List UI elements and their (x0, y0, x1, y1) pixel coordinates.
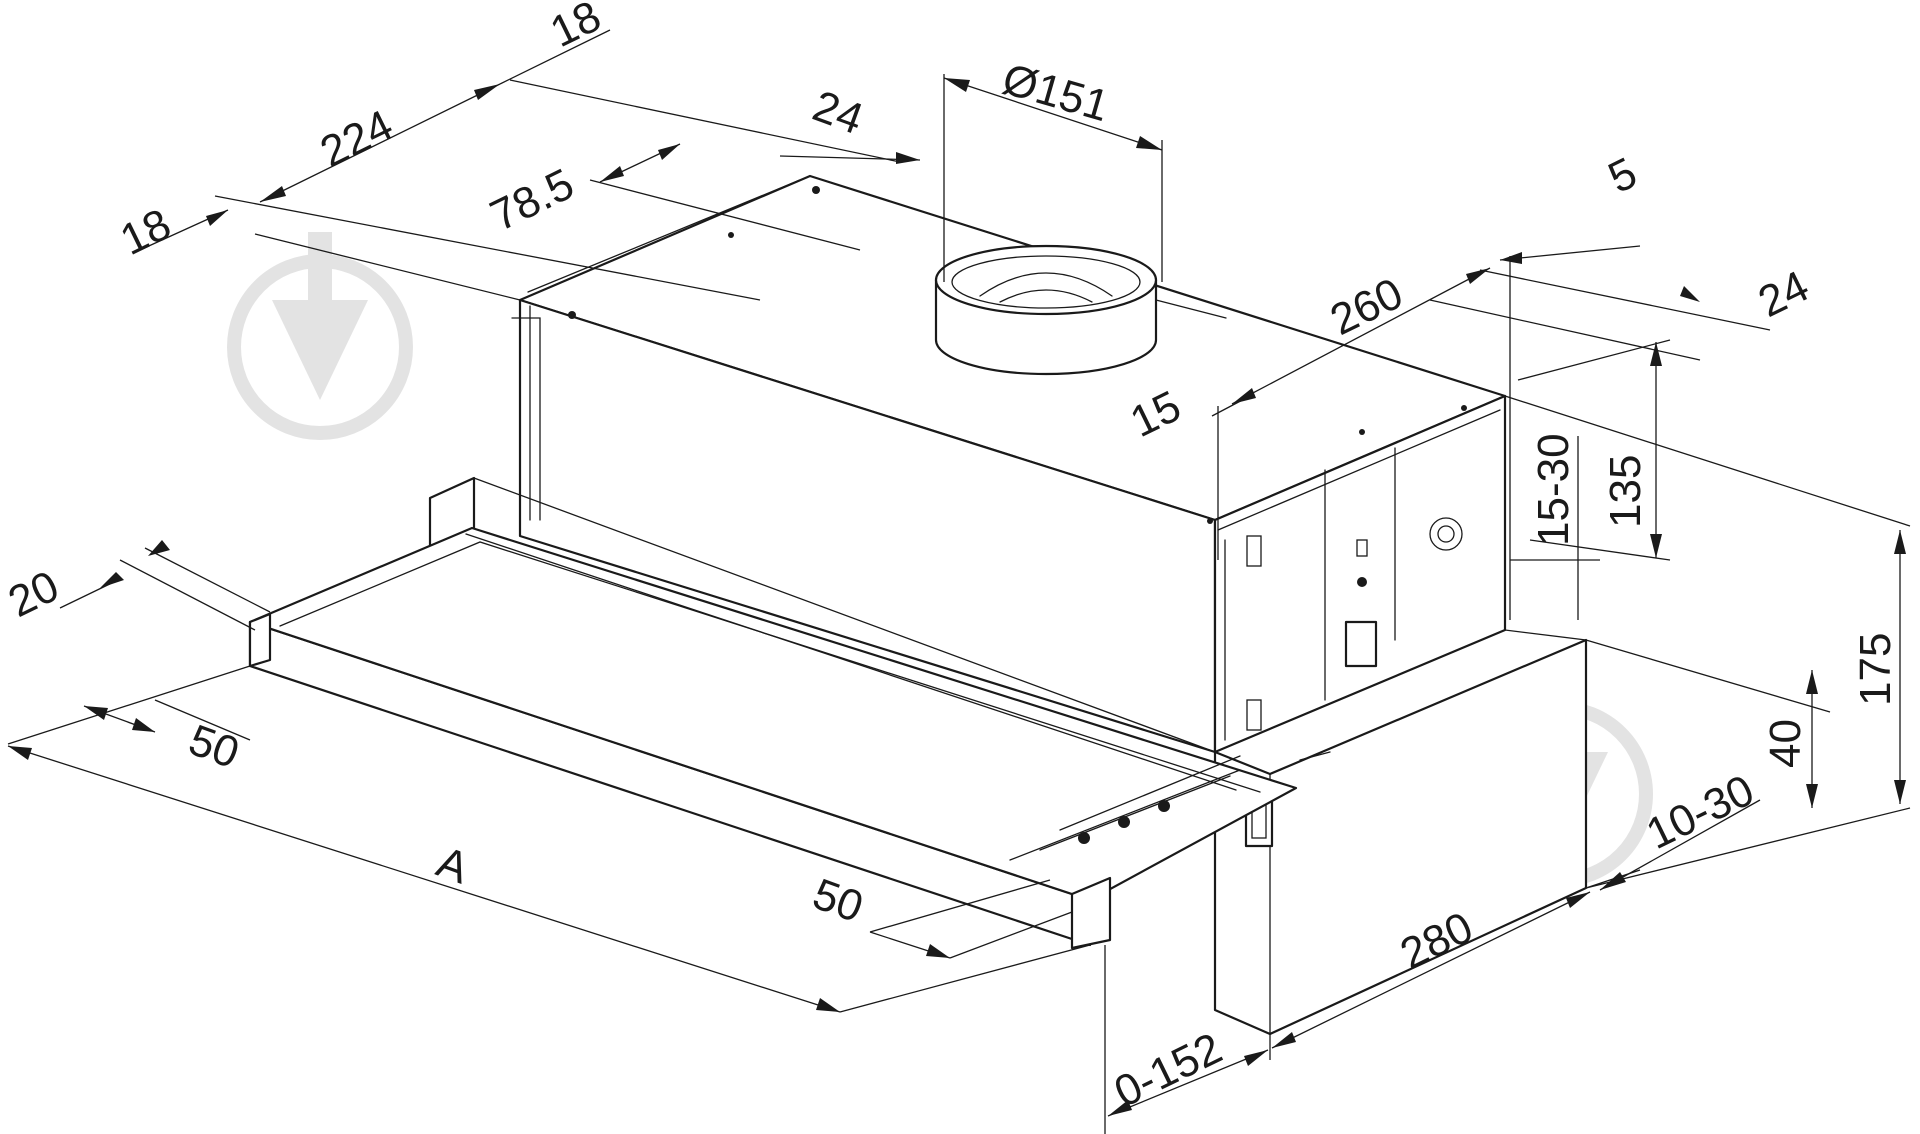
duct-collar (934, 244, 1227, 376)
dim-label-151: Ø151 (997, 55, 1114, 132)
dim-label-0-152: 0-152 (1107, 1024, 1230, 1117)
dim-label-18-left: 18 (113, 199, 178, 265)
dim-label-40: 40 (1761, 719, 1810, 768)
dim-label-175: 175 (1851, 633, 1900, 706)
dim-label-135: 135 (1601, 455, 1650, 528)
dim-label-50-bottom: 50 (807, 869, 870, 932)
dim-label-20: 20 (1, 561, 66, 627)
dim-label-18-top: 18 (543, 0, 608, 57)
dimension-lines (7, 29, 1911, 1134)
dim-label-50-left: 50 (183, 715, 246, 778)
dim-label-24-right: 24 (1751, 261, 1816, 327)
dim-label-224: 224 (313, 101, 400, 177)
dim-label-A: A (431, 837, 476, 893)
dim-label-15-30: 15-30 (1529, 433, 1578, 546)
dim-label-10-30: 10-30 (1639, 766, 1762, 859)
dim-label-78-5: 78.5 (483, 159, 581, 241)
dim-label-24-top: 24 (807, 81, 870, 144)
dim-label-260: 260 (1323, 269, 1410, 345)
watermark-download-icon-left (227, 232, 413, 440)
dim-label-5: 5 (1601, 148, 1644, 203)
